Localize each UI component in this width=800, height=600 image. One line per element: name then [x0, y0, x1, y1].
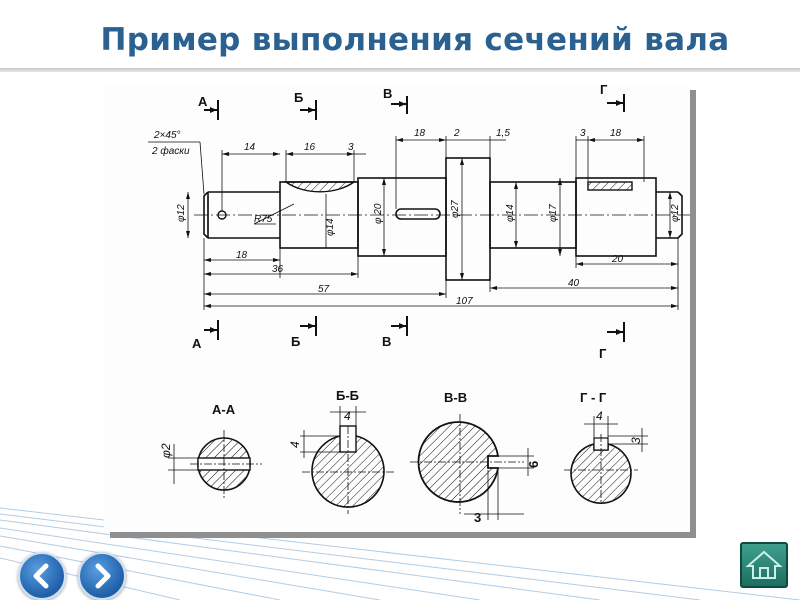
dim-phi17: φ17 — [548, 204, 559, 222]
home-icon — [745, 550, 783, 579]
dim-phi12-right: φ12 — [670, 204, 681, 222]
mark-b-bottom: Б — [291, 334, 300, 349]
mark-a-top: А — [198, 94, 208, 109]
dim-len-107: 107 — [456, 296, 473, 307]
title-divider — [0, 68, 800, 72]
shaft-drawing: А Б В Г А Б В Г — [104, 84, 690, 532]
dim-phi27: φ27 — [450, 200, 461, 218]
section-vv-dim-bottom: 3 — [474, 510, 481, 525]
section-aa: φ2 — [159, 430, 262, 498]
dim-16: 16 — [304, 142, 316, 153]
dim-2-top: 2 — [453, 128, 460, 139]
dim-1-5: 1,5 — [496, 128, 510, 139]
dim-len-57: 57 — [318, 284, 330, 295]
dim-len-36: 36 — [272, 264, 284, 275]
dim-chamfer: 2×45° — [153, 130, 181, 141]
dim-phi14-mid: φ14 — [325, 218, 336, 236]
mark-v-top: В — [383, 86, 392, 101]
dim-14: 14 — [244, 142, 256, 153]
dim-phi12-left: φ12 — [176, 204, 187, 222]
dim-len-20: 20 — [611, 254, 624, 265]
section-bb-label: Б-Б — [336, 388, 359, 403]
section-gg-label: Г - Г — [580, 390, 607, 405]
section-bb: 4 4 — [288, 406, 394, 514]
mark-g-bottom: Г — [599, 346, 607, 361]
chevron-right-icon — [95, 563, 111, 589]
section-bb-dim-top: 4 — [344, 409, 351, 423]
section-aa-dim: φ2 — [159, 443, 173, 458]
dim-len-18: 18 — [236, 250, 248, 261]
dim-chamfer-count: 2 фаски — [151, 145, 190, 157]
mark-g-top: Г — [600, 84, 608, 97]
section-gg-dim-top: 4 — [596, 409, 603, 423]
section-vv: 6 3 — [410, 414, 541, 525]
mark-v-bottom: В — [382, 334, 391, 349]
dim-3: 3 — [348, 142, 354, 153]
dim-18-right: 18 — [610, 128, 622, 139]
section-gg: 4 3 — [564, 409, 648, 504]
home-button[interactable] — [740, 542, 788, 588]
chevron-left-icon — [33, 563, 49, 589]
dim-r75: R75 — [254, 214, 273, 225]
slide-title: Пример выполнения сечений вала — [100, 22, 730, 58]
dim-phi14-right: φ14 — [505, 204, 516, 222]
section-vv-label: В-В — [444, 390, 467, 405]
mark-a-bottom: А — [192, 336, 202, 351]
mark-b-top: Б — [294, 90, 303, 105]
next-slide-button[interactable] — [78, 552, 126, 600]
dim-3-right: 3 — [580, 128, 586, 139]
section-aa-label: А-А — [212, 402, 236, 417]
shaft-drawing-svg: А Б В Г А Б В Г — [148, 84, 690, 525]
prev-slide-button[interactable] — [18, 552, 66, 600]
dim-18-top: 18 — [414, 128, 426, 139]
section-gg-dim-side: 3 — [629, 437, 643, 444]
dim-phi20: φ 20 — [373, 203, 384, 224]
section-bb-dim-side: 4 — [288, 441, 302, 448]
dim-len-40: 40 — [568, 278, 580, 289]
section-vv-dim-side: 6 — [526, 461, 541, 468]
